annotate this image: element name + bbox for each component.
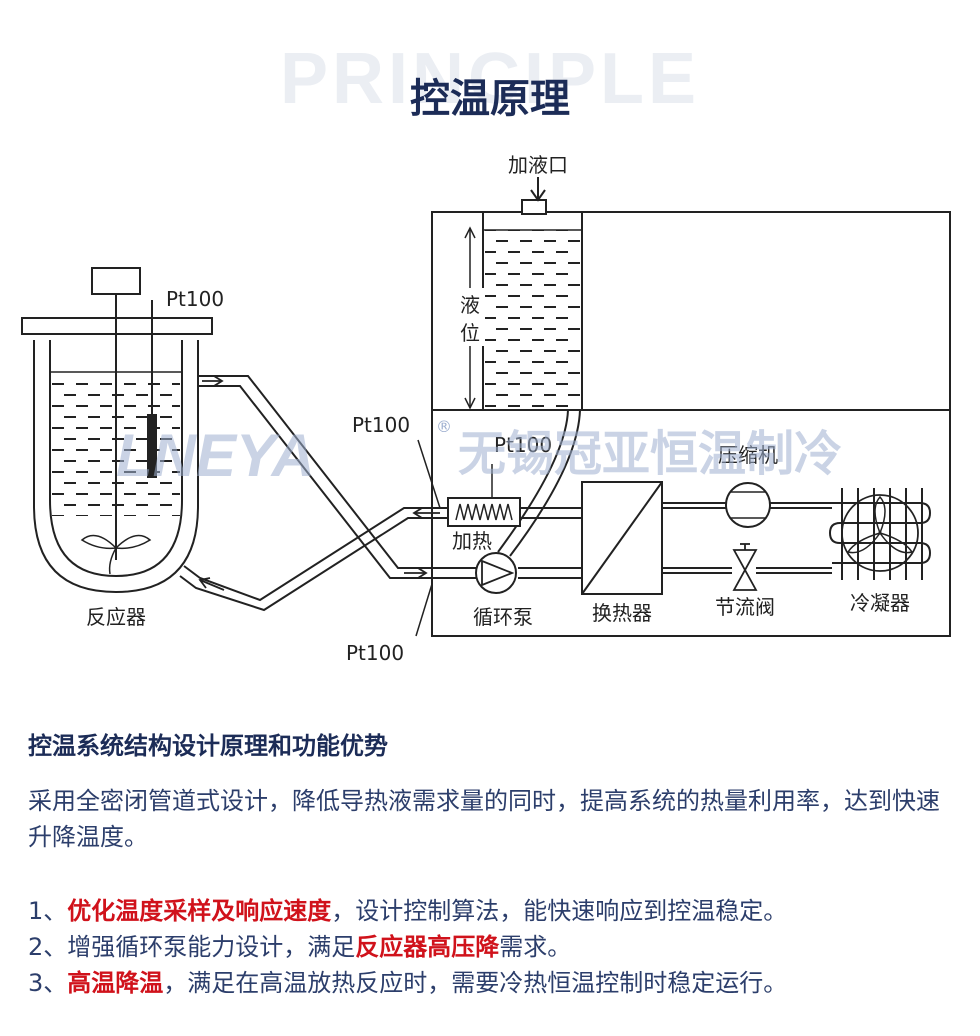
fill-port-label: 加液口 bbox=[508, 153, 568, 177]
reservoir-tank bbox=[482, 199, 583, 411]
background-word: PRINCIPLE bbox=[279, 39, 701, 119]
condenser bbox=[828, 486, 932, 580]
brand-watermark: LNEYA ® 无锡冠亚恒温制冷 bbox=[116, 417, 842, 489]
section-title: 控温系统结构设计原理和功能优势 bbox=[28, 732, 388, 760]
feature-list: 1、优化温度采样及响应速度，设计控制算法，能快速响应到控温稳定。 2、增强循环泵… bbox=[28, 893, 968, 1001]
pump-sensor-label: Pt100 bbox=[346, 641, 404, 665]
principle-diagram: 加液口 液 位 反应器 Pt100 bbox=[21, 153, 951, 665]
throttle-valve bbox=[732, 543, 758, 591]
heater-inlet-sensor-label: Pt100 bbox=[352, 413, 410, 437]
heater-label: 加热 bbox=[452, 529, 492, 553]
reactor-sensor-label: Pt100 bbox=[166, 287, 224, 311]
flow-arrows bbox=[198, 375, 440, 591]
feature-highlight: 高温降温 bbox=[67, 969, 164, 997]
liquid-level-label-2: 位 bbox=[460, 321, 480, 345]
heater-sensor-label: Pt100 bbox=[494, 433, 552, 457]
pump-label: 循环泵 bbox=[473, 605, 533, 629]
feature-number: 3、 bbox=[28, 969, 68, 997]
feature-text-prefix: 增强循环泵能力设计，满足 bbox=[67, 933, 356, 961]
circulation-pipes bbox=[179, 375, 832, 612]
watermark-registered-mark: ® bbox=[436, 417, 452, 436]
fill-port: 加液口 bbox=[508, 153, 568, 202]
heater bbox=[447, 464, 521, 527]
feature-highlight: 优化温度采样及响应速度 bbox=[67, 897, 332, 925]
feature-highlight: 反应器高压降 bbox=[355, 933, 500, 961]
liquid-level-indicator: 液 位 bbox=[456, 226, 484, 410]
compressor bbox=[725, 482, 771, 528]
compressor-label: 压缩机 bbox=[718, 443, 778, 467]
reactor-label: 反应器 bbox=[86, 605, 146, 629]
heat-exchanger bbox=[581, 481, 663, 595]
watermark-logo: LNEYA bbox=[116, 422, 315, 489]
feature-item-1: 1、优化温度采样及响应速度，设计控制算法，能快速响应到控温稳定。 bbox=[28, 893, 968, 929]
throttle-valve-label: 节流阀 bbox=[715, 595, 775, 619]
intro-paragraph: 采用全密闭管道式设计，降低导热液需求量的同时，提高系统的热量利用率，达到快速升降… bbox=[28, 787, 940, 851]
feature-text: 需求。 bbox=[499, 933, 572, 961]
reactor bbox=[21, 267, 213, 594]
feature-number: 2、 bbox=[28, 933, 68, 961]
circulation-pump bbox=[475, 552, 517, 594]
feature-item-2: 2、增强循环泵能力设计，满足反应器高压降需求。 bbox=[28, 929, 968, 965]
heat-exchanger-label: 换热器 bbox=[592, 601, 652, 625]
feature-number: 1、 bbox=[28, 897, 68, 925]
feature-item-3: 3、高温降温，满足在高温放热反应时，需要冷热恒温控制时稳定运行。 bbox=[28, 965, 968, 1001]
condenser-label: 冷凝器 bbox=[850, 591, 910, 615]
liquid-level-label-1: 液 bbox=[460, 293, 480, 317]
page-title: 控温原理 bbox=[410, 76, 570, 122]
watermark-company-name: 无锡冠亚恒温制冷 bbox=[458, 426, 842, 482]
feature-text: ，满足在高温放热反应时，需要冷热恒温控制时稳定运行。 bbox=[163, 969, 788, 997]
feature-text: ，设计控制算法，能快速响应到控温稳定。 bbox=[331, 897, 788, 925]
reactor-probe bbox=[147, 414, 157, 478]
